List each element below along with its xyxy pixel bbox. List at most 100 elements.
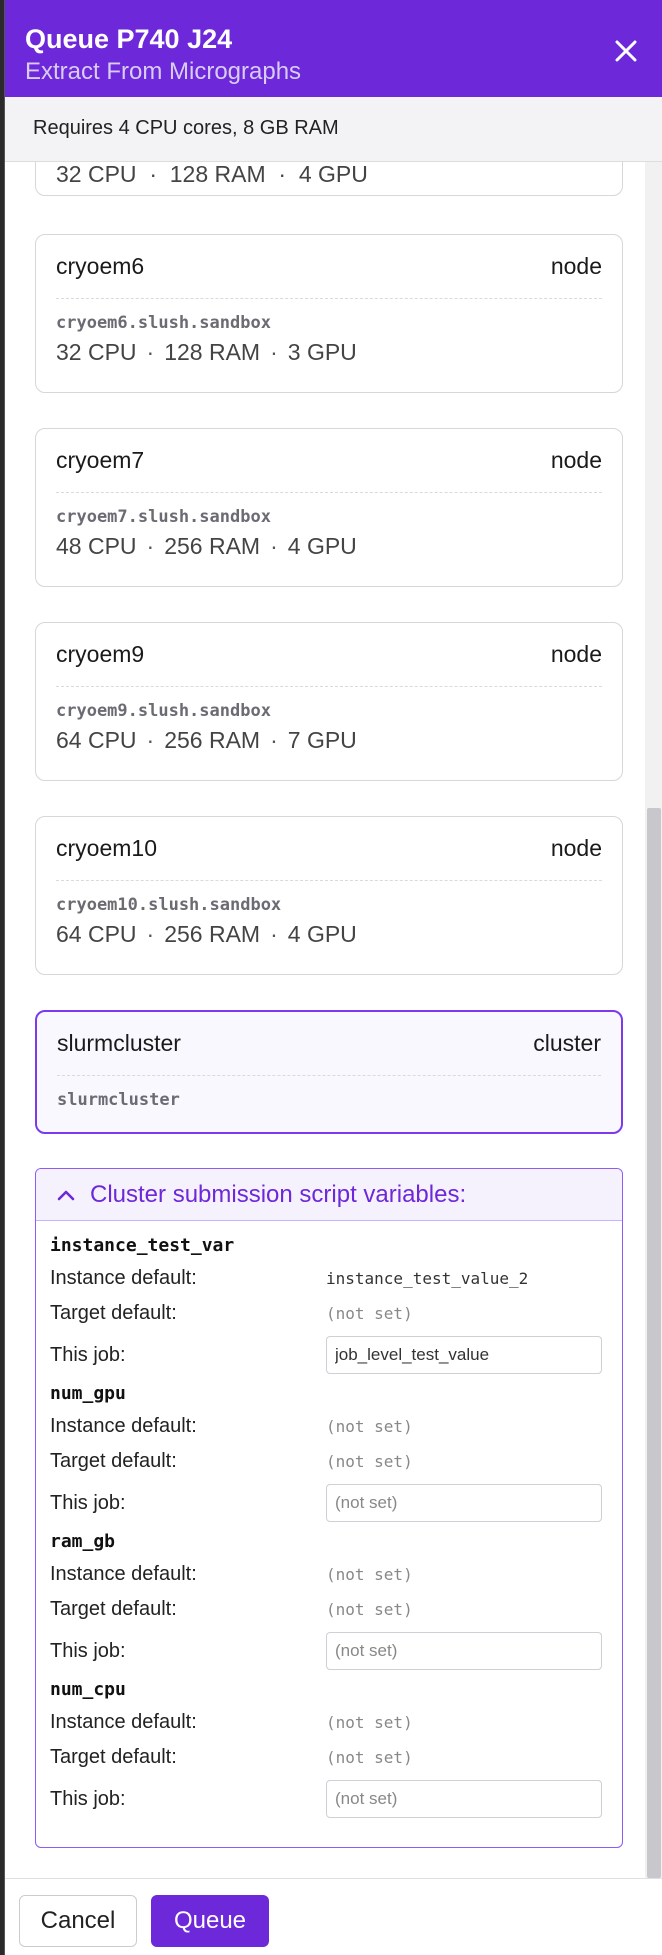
target-card-partial[interactable]: 32 CPU · 128 RAM · 4 GPU xyxy=(35,162,623,196)
target-name: cryoem6 xyxy=(56,253,145,279)
target-default-value: (not set) xyxy=(326,1452,413,1471)
var-name: num_cpu xyxy=(50,1679,126,1700)
target-name: cryoem9 xyxy=(56,641,145,667)
spec-separator: · xyxy=(146,921,155,947)
panel-footer: Cancel Queue xyxy=(5,1878,662,1955)
target-type: node xyxy=(550,253,602,279)
target-specs: 32 CPU·128 RAM·3 GPU xyxy=(56,339,602,366)
ram-amount: 256 RAM xyxy=(164,921,261,947)
var-group-num-cpu: num_cpu Instance default: (not set) Targ… xyxy=(50,1675,608,1823)
scrollbar-track[interactable] xyxy=(645,162,662,1878)
target-default-value: (not set) xyxy=(326,1600,413,1619)
spec-separator: · xyxy=(146,533,155,559)
target-hostname: slurmcluster xyxy=(57,1090,180,1110)
instance-default-value: (not set) xyxy=(326,1417,413,1436)
instance-default-row: Instance default: (not set) xyxy=(50,1705,608,1740)
scrollbar-thumb[interactable] xyxy=(647,808,661,1878)
cluster-vars-list: instance_test_var Instance default: inst… xyxy=(36,1221,622,1823)
cluster-vars-panel: Cluster submission script variables: ins… xyxy=(35,1168,623,1848)
target-default-value: (not set) xyxy=(326,1304,413,1323)
var-name: ram_gb xyxy=(50,1531,116,1552)
spec-separator: · xyxy=(270,727,278,753)
target-hostname: cryoem10.slush.sandbox xyxy=(56,895,282,915)
instance-default-row: Instance default: (not set) xyxy=(50,1409,608,1444)
requirements-bar: Requires 4 CPU cores, 8 GB RAM xyxy=(5,97,662,162)
job-value-input[interactable] xyxy=(326,1484,602,1522)
var-name: num_gpu xyxy=(50,1383,126,1404)
cpu-count: 64 CPU xyxy=(56,727,137,753)
target-card-slurmcluster[interactable]: slurmcluster cluster slurmcluster xyxy=(35,1010,623,1134)
instance-default-value: instance_test_value_2 xyxy=(326,1269,529,1288)
target-default-row: Target default: (not set) xyxy=(50,1296,608,1331)
target-specs: 32 CPU · 128 RAM · 4 GPU xyxy=(56,162,368,187)
spec-separator: · xyxy=(146,339,155,365)
instance-default-value: (not set) xyxy=(326,1713,413,1732)
instance-default-row: Instance default: instance_test_value_2 xyxy=(50,1261,608,1296)
ram-amount: 256 RAM xyxy=(164,533,261,559)
target-card-cryoem6[interactable]: cryoem6 node cryoem6.slush.sandbox 32 CP… xyxy=(35,234,623,393)
var-group-num-gpu: num_gpu Instance default: (not set) Targ… xyxy=(50,1379,608,1527)
gpu-count: 3 GPU xyxy=(287,339,357,365)
job-value-input[interactable] xyxy=(326,1336,602,1374)
gpu-count: 4 GPU xyxy=(287,533,357,559)
target-card-header: slurmcluster cluster xyxy=(57,1012,601,1076)
instance-default-row: Instance default: (not set) xyxy=(50,1557,608,1592)
target-hostname: cryoem9.slush.sandbox xyxy=(56,701,271,721)
instance-default-label: Instance default: xyxy=(50,1267,197,1289)
target-specs: 64 CPU · 256 RAM · 4 GPU xyxy=(56,921,602,948)
job-value-input[interactable] xyxy=(326,1632,602,1670)
spec-separator: · xyxy=(270,533,278,559)
target-card-header: cryoem9 node xyxy=(56,623,602,687)
target-specs: 48 CPU · 256 RAM · 4 GPU xyxy=(56,533,602,560)
panel-title: Queue P740 J24 xyxy=(25,24,233,54)
spec-separator: · xyxy=(146,727,155,753)
spec-separator: · xyxy=(270,339,278,365)
chevron-up-icon xyxy=(57,1190,75,1200)
target-card-header: cryoem6 node xyxy=(56,235,602,299)
target-type: node xyxy=(550,641,602,667)
target-default-row: Target default: (not set) xyxy=(50,1740,608,1775)
target-default-row: Target default: (not set) xyxy=(50,1444,608,1479)
ram-amount: 256 RAM xyxy=(164,727,261,753)
queue-panel: Queue P740 J24 Extract From Micrographs … xyxy=(4,0,662,1955)
instance-default-value: (not set) xyxy=(326,1565,413,1584)
target-card-cryoem9[interactable]: cryoem9 node cryoem9.slush.sandbox 64 CP… xyxy=(35,622,623,781)
gpu-count: 4 GPU xyxy=(287,921,357,947)
target-default-label: Target default: xyxy=(50,1450,177,1472)
target-name: cryoem10 xyxy=(56,835,157,861)
cpu-count: 48 CPU xyxy=(56,533,137,559)
target-specs: 64 CPU · 256 RAM · 7 GPU xyxy=(56,727,602,754)
target-hostname: cryoem6.slush.sandbox xyxy=(56,313,271,333)
ram-amount: 128 RAM xyxy=(164,339,261,365)
target-card-cryoem10[interactable]: cryoem10 node cryoem10.slush.sandbox 64 … xyxy=(35,816,623,975)
target-type: cluster xyxy=(533,1030,601,1056)
job-value-label: This job: xyxy=(50,1343,126,1366)
target-hostname: cryoem7.slush.sandbox xyxy=(56,507,271,527)
panel-header: Queue P740 J24 Extract From Micrographs xyxy=(5,0,662,97)
target-default-label: Target default: xyxy=(50,1598,177,1620)
cpu-count: 64 CPU xyxy=(56,921,137,947)
cluster-vars-heading: Cluster submission script variables: xyxy=(90,1180,467,1208)
target-type: node xyxy=(550,447,602,473)
cancel-button[interactable]: Cancel xyxy=(19,1895,137,1947)
job-value-row: This job: xyxy=(50,1775,608,1823)
job-value-input[interactable] xyxy=(326,1780,602,1818)
target-type: node xyxy=(550,835,602,861)
cluster-vars-toggle[interactable]: Cluster submission script variables: xyxy=(36,1169,622,1221)
target-default-label: Target default: xyxy=(50,1746,177,1768)
instance-default-label: Instance default: xyxy=(50,1711,197,1733)
job-value-label: This job: xyxy=(50,1639,126,1662)
target-default-label: Target default: xyxy=(50,1302,177,1324)
job-value-row: This job: xyxy=(50,1331,608,1379)
target-list-scroll-area: 32 CPU · 128 RAM · 4 GPU cryoem6 node cr… xyxy=(5,162,662,1878)
instance-default-label: Instance default: xyxy=(50,1563,197,1585)
queue-button[interactable]: Queue xyxy=(151,1895,269,1947)
close-icon[interactable] xyxy=(611,36,641,66)
job-value-row: This job: xyxy=(50,1627,608,1675)
spec-separator: · xyxy=(270,921,278,947)
target-card-cryoem7[interactable]: cryoem7 node cryoem7.slush.sandbox 48 CP… xyxy=(35,428,623,587)
job-value-row: This job: xyxy=(50,1479,608,1527)
gpu-count: 7 GPU xyxy=(287,727,357,753)
target-name: slurmcluster xyxy=(57,1030,181,1056)
var-group-instance-test-var: instance_test_var Instance default: inst… xyxy=(50,1231,608,1379)
